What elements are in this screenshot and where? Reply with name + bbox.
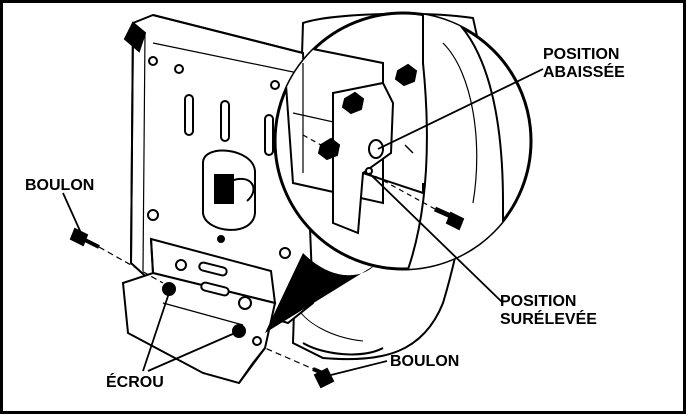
- leader-position-lowered: [377, 68, 544, 150]
- label-bolt-left-text: BOULON: [25, 177, 95, 194]
- leader-lines: [62, 68, 544, 376]
- label-nut-text: ÉCROU: [106, 374, 164, 391]
- seat-bracket-illustration: [62, 11, 544, 389]
- detail-circle: [273, 11, 533, 271]
- leader-nut-1: [142, 292, 170, 372]
- label-bolt-bottom: BOULON: [390, 353, 459, 371]
- bolt-left: [69, 227, 164, 284]
- label-position-lowered-line1: POSITION: [543, 46, 620, 63]
- label-bolt-left: BOULON: [25, 177, 94, 195]
- label-bolt-bottom-text: BOULON: [390, 353, 460, 370]
- mounting-bracket: [121, 237, 277, 385]
- magnification-wedge: [265, 253, 375, 333]
- label-position-raised: POSITION SURÉLEVÉE: [500, 293, 597, 329]
- label-position-raised-line2: SURÉLEVÉE: [500, 311, 597, 328]
- label-nut: ÉCROU: [106, 374, 164, 392]
- leader-position-raised: [368, 172, 504, 304]
- leader-bolt-bottom: [330, 360, 388, 376]
- label-position-lowered: POSITION ABAISSÉE: [543, 46, 625, 82]
- label-position-raised-line1: POSITION: [500, 293, 577, 310]
- label-position-lowered-line2: ABAISSÉE: [543, 64, 625, 81]
- leader-bolt-left: [62, 192, 82, 234]
- leader-nut-2: [147, 332, 236, 372]
- bolt-bottom: [264, 347, 335, 389]
